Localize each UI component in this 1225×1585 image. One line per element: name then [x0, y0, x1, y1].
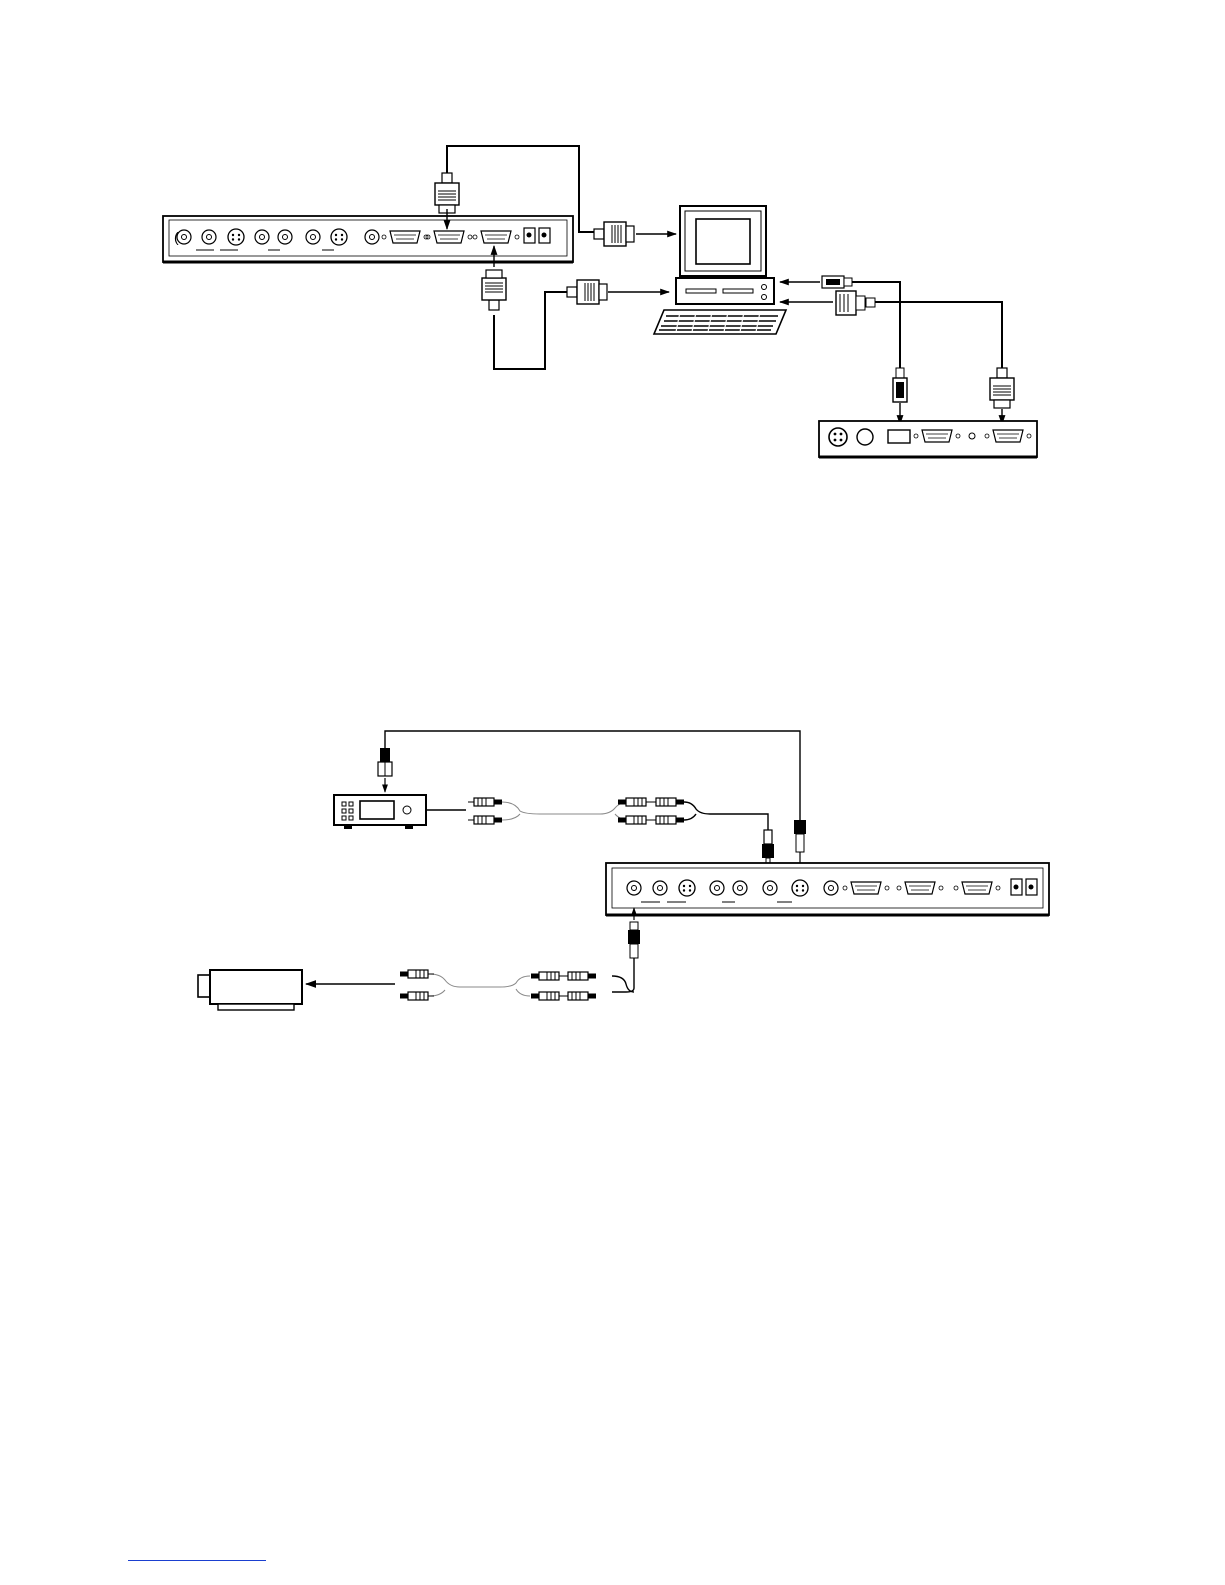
receiver-icon	[334, 795, 426, 829]
pc-icon	[676, 278, 774, 304]
vga-connector-icon	[990, 368, 1014, 408]
keyboard-icon	[654, 310, 786, 334]
minijack-connector-icon	[628, 922, 640, 958]
vga-connector-icon	[435, 173, 459, 213]
rca-connector-icon	[531, 972, 596, 1000]
vga-connector-icon	[567, 280, 607, 304]
vga-connector-icon	[594, 222, 634, 246]
diagram-av-connection	[198, 731, 1049, 1010]
monitor-icon	[680, 206, 766, 276]
svideo-connector-icon	[378, 748, 392, 776]
control-box-rear-panel	[819, 421, 1037, 457]
footer-rule-link[interactable]	[128, 1560, 266, 1561]
usb-connector-icon	[822, 276, 852, 288]
vga-connector-icon	[482, 270, 506, 310]
vga-connector-icon	[836, 291, 875, 315]
projector-icon	[198, 970, 302, 1010]
minijack-connector-icon	[762, 830, 774, 866]
usb-connector-icon	[893, 368, 907, 402]
rca-connector-icon	[400, 970, 434, 1000]
svideo-connector-icon	[794, 820, 806, 852]
rca-connector-icon	[468, 798, 502, 824]
rca-connector-icon	[618, 798, 684, 824]
video-switcher-rear-panel: (	[163, 216, 573, 262]
video-switcher-rear-panel	[606, 863, 1049, 915]
diagram-pc-connection: (	[163, 146, 1037, 457]
